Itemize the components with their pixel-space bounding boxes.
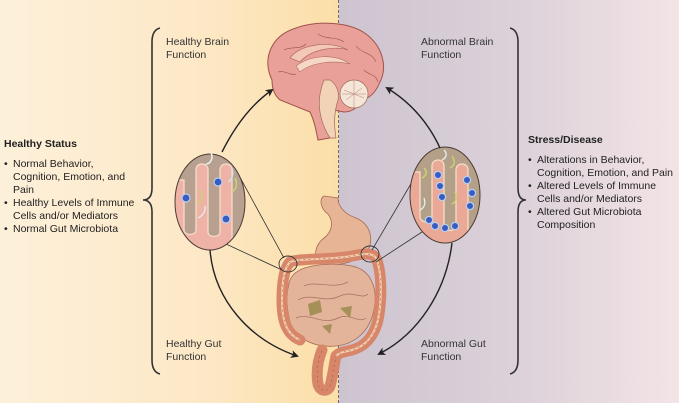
disease-magnifier-icon: [409, 146, 481, 244]
abnormal-brain-label: Abnormal Brain Function: [421, 36, 494, 61]
healthy-status-item: Healthy Levels of Immune Cells and/or Me…: [4, 197, 136, 223]
arrow-abnormal-brain-to-gut: [377, 242, 453, 355]
stress-disease-item: Altered Levels of Immune Cells and/or Me…: [528, 180, 676, 206]
immune-cell: [181, 177, 231, 224]
stress-disease-panel: Stress/Disease Alterations in Behavior, …: [528, 134, 676, 232]
immune-cell: [424, 170, 477, 233]
arrow-abnormal-gut-to-brain: [385, 86, 441, 149]
arrow-healthy-gut-to-brain: [221, 88, 274, 153]
healthy-status-heading: Healthy Status: [4, 138, 77, 150]
healthy-status-item: Normal Gut Microbiota: [4, 223, 136, 236]
healthy-status-panel: Healthy Status Normal Behavior, Cognitio…: [4, 138, 136, 236]
healthy-status-item: Normal Behavior, Cognition, Emotion, and…: [4, 158, 136, 197]
healthy-gut-label: Healthy Gut Function: [166, 338, 222, 363]
healthy-brain-label: Healthy Brain Function: [166, 36, 230, 61]
abnormal-gut-label: Abnormal Gut Function: [421, 338, 486, 363]
stress-disease-item: Alterations in Behavior, Cognition, Emot…: [528, 154, 676, 180]
right-brace: [509, 27, 527, 375]
arrow-healthy-brain-to-gut: [209, 249, 299, 358]
left-brace: [142, 27, 161, 375]
stress-disease-item: Altered Gut Microbiota Composition: [528, 206, 676, 232]
healthy-magnifier-icon: [174, 152, 246, 251]
brain-icon: [267, 22, 384, 141]
gut-icon: [276, 195, 387, 396]
stress-disease-heading: Stress/Disease: [528, 134, 603, 146]
